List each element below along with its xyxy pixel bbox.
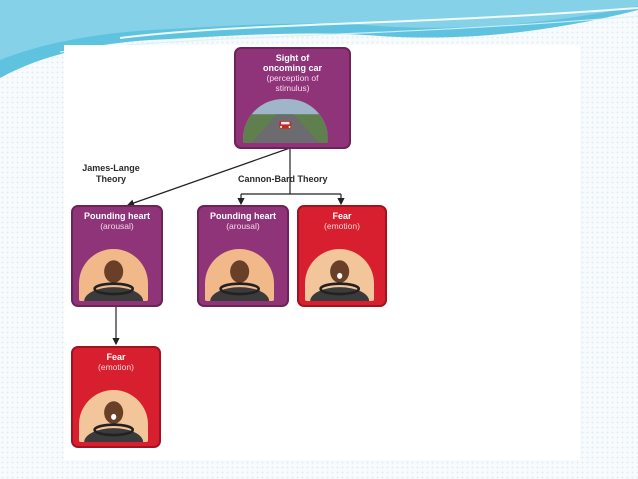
perception-title-line2: oncoming car (262, 63, 322, 73)
jl-emotion-title: Fear (106, 352, 126, 362)
james-lange-label-line2: Theory (95, 174, 126, 184)
road-car-illustration (243, 99, 328, 143)
driver-illustration (79, 249, 149, 301)
cb-emotion-title: Fear (332, 211, 352, 221)
cannon-bard-label: Cannon-Bard Theory (238, 174, 328, 184)
driver-illustration (205, 249, 275, 301)
cb-arousal-sub: (arousal) (226, 221, 260, 231)
perception-sub-line2: stimulus) (275, 83, 310, 93)
jl-arousal-sub: (arousal) (100, 221, 134, 231)
jl-arousal-title: Pounding heart (84, 211, 150, 221)
frightened-driver-illustration (79, 390, 149, 442)
perception-box: Sight of oncoming car (perception of sti… (234, 47, 351, 149)
james-lange-label-line1: James-Lange (82, 163, 140, 173)
perception-sub-line1: (perception of (266, 73, 319, 83)
perception-title-line1: Sight of (275, 53, 310, 63)
jl-arousal-box: Pounding heart (arousal) (71, 205, 163, 307)
arrow-to-james-lange (126, 147, 291, 207)
frightened-driver-illustration (305, 249, 375, 301)
jl-emotion-box: Fear (emotion) (71, 346, 161, 448)
jl-emotion-sub: (emotion) (98, 362, 134, 372)
cb-arousal-title: Pounding heart (210, 211, 276, 221)
james-lange-label: James-Lange Theory (80, 163, 142, 185)
cb-emotion-box: Fear (emotion) (297, 205, 387, 307)
cb-arousal-box: Pounding heart (arousal) (197, 205, 289, 307)
cb-emotion-sub: (emotion) (324, 221, 360, 231)
